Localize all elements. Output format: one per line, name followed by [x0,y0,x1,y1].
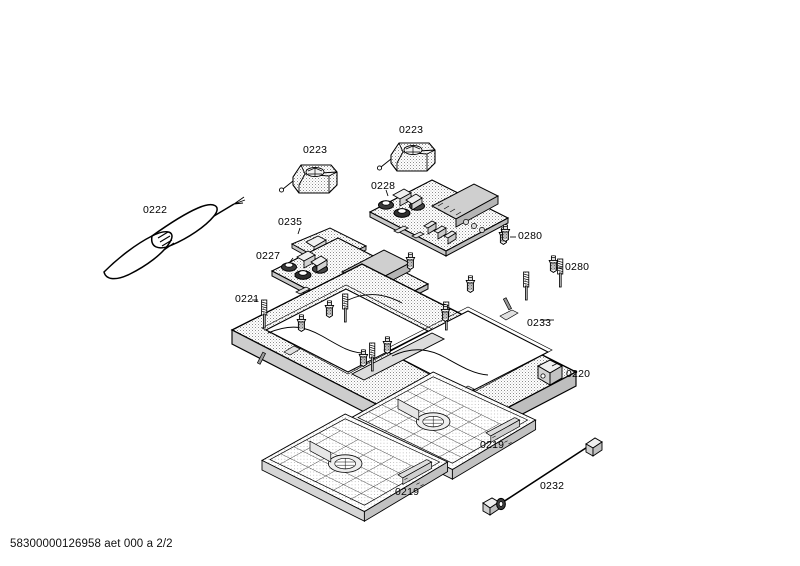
label-0220: 0220 [566,368,591,380]
drawing-footer-code: 58300000126958 aet 000 a 2/2 [10,538,173,550]
label-0233: 0233 [527,317,552,329]
part-0223-fan-left [278,164,338,194]
label-0232: 0232 [540,480,565,492]
label-0222: 0222 [143,204,168,216]
label-0228: 0228 [371,180,396,192]
part-0232-ribbon-cable [482,437,603,516]
part-0223-fan-right [376,142,436,172]
label-0223-left: 0223 [303,144,328,156]
part-0220-connector-block [536,359,564,386]
label-0223-right: 0223 [399,124,424,136]
part-0222-power-cord [103,196,246,280]
label-0235: 0235 [278,216,303,228]
label-0219-right: 0219 [480,439,505,451]
label-0227: 0227 [256,250,281,262]
label-0221: 0221 [235,293,260,305]
label-0280-upper: 0280 [518,230,543,242]
part-0228-power-board [368,179,510,257]
label-0280-lower: 0280 [565,261,590,273]
leader-lines [252,189,562,321]
label-0219-left: 0219 [395,486,420,498]
